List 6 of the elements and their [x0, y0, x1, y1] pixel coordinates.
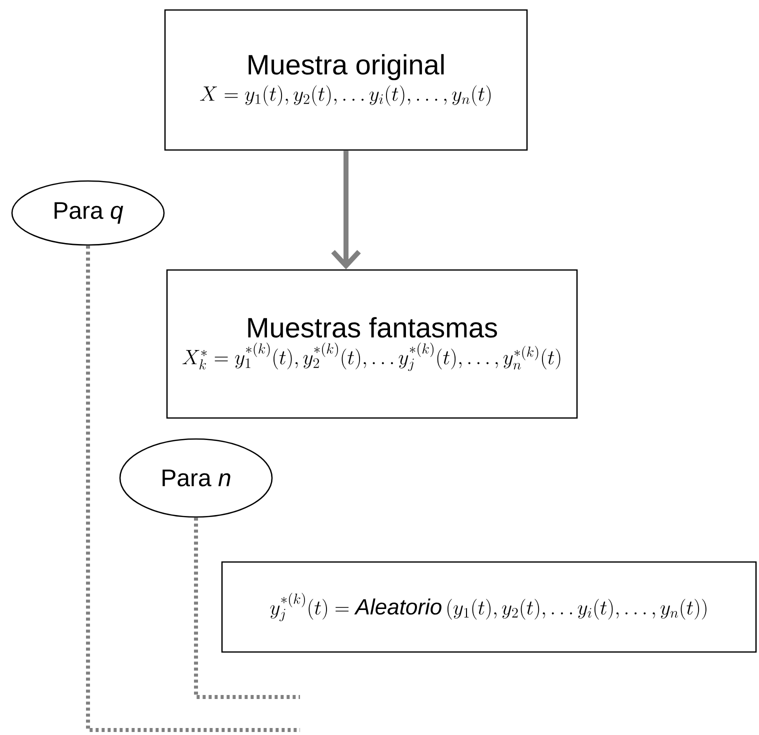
dotted-line — [86, 246, 300, 732]
arrow — [331, 150, 361, 270]
process-box: Muestras fantasmas $X_k^{*} = y_1^{*(k)}(t), y_2^{*(k)}(t), \ldots y_j^{*(k)}(t), \ldots, y_n^{*(k)}(t)$ — [166, 269, 578, 419]
dotted-line — [194, 518, 300, 699]
process-box: Muestra original $X = y_1(t), y_2(t), \ldots y_i(t), \ldots, y_n(t)$ — [164, 9, 528, 151]
process-box: $y_j^{*(k)}(t) = \mathit{Aleatorio}\left( y_1(t), y_2(t), \ldots y_i(t), \ldots, y_n(t)\right)$ — [221, 561, 757, 653]
